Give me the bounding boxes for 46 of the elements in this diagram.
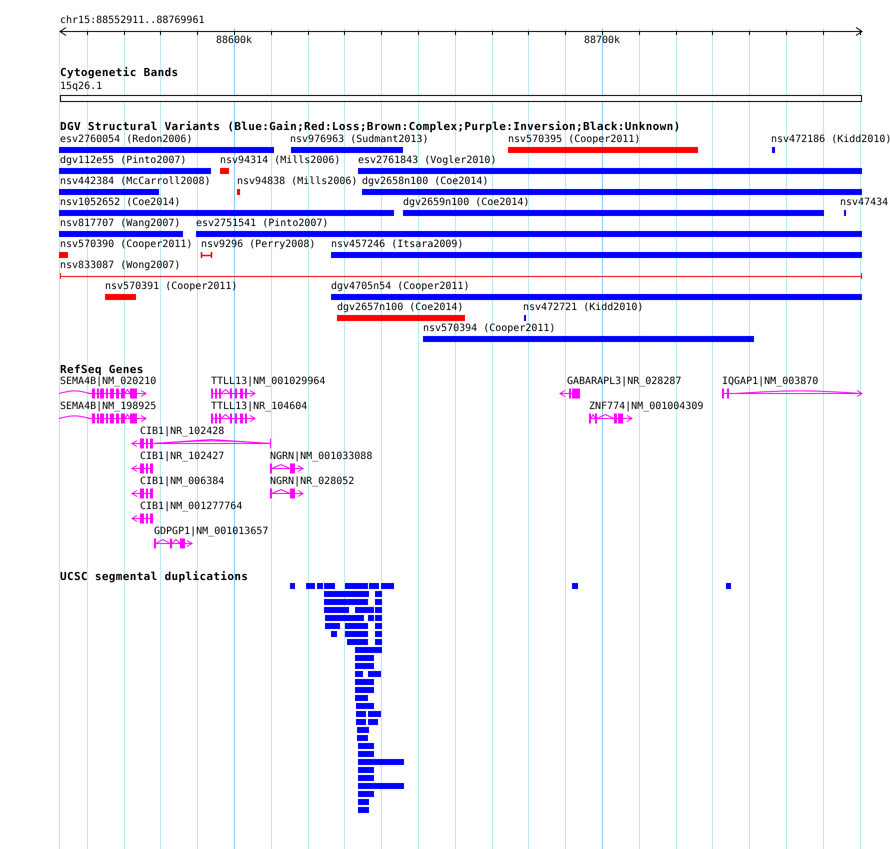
gene-label: CIB1|NR_102427 — [140, 451, 224, 463]
variant-label: nsv472721 (Kidd2010) — [523, 302, 644, 314]
variant-label: nsv570395 (Cooper2011) — [508, 134, 640, 146]
variant-label: nsv1052652 (Coe2014) — [60, 197, 180, 209]
gene-label: CIB1|NR_102428 — [140, 426, 224, 438]
gene-label: GABARAPL3|NR_028287 — [567, 376, 682, 388]
variant-label: nsv9296 (Perry2008) — [201, 239, 316, 251]
gene-label: GDPGP1|NM_001013657 — [154, 526, 268, 538]
gene-label: NGRN|NM_001033088 — [270, 451, 372, 463]
variant-label: esv2751541 (Pinto2007) — [196, 218, 328, 230]
variant-label: nsv47434 — [840, 197, 888, 209]
variant-label: dgv2658n100 (Coe2014) — [362, 176, 488, 188]
variant-label: nsv817707 (Wang2007) — [60, 218, 180, 230]
gene-label: SEMA4B|NM_198925 — [60, 401, 156, 413]
gene-label: IQGAP1|NM_003870 — [722, 376, 818, 388]
gene-label: SEMA4B|NM_020210 — [60, 376, 156, 388]
variant-label: dgv2659n100 (Coe2014) — [403, 197, 530, 209]
variant-label: nsv570394 (Cooper2011) — [423, 323, 556, 335]
track-title: Cytogenetic Bands — [60, 67, 179, 79]
variant-label: nsv94838 (Mills2006) — [237, 176, 358, 188]
variant-label: nsv94314 (Mills2006) — [220, 155, 340, 167]
gene-label: TTLL13|NR_104604 — [211, 401, 308, 413]
variant-label: dgv4705n54 (Cooper2011) — [331, 281, 470, 293]
variant-label: dgv112e55 (Pinto2007) — [60, 155, 186, 167]
track-title: DGV Structural Variants (Blue:Gain;Red:Loss;Brown:Complex;Purple:Inversion;Black:Unknown) — [60, 121, 681, 133]
gene-label: NGRN|NR_028052 — [270, 476, 354, 488]
axis-tick-label: 88700k — [584, 35, 620, 47]
variant-label: nsv442384 (McCarroll2008) — [60, 176, 211, 188]
variant-label: esv2761843 (Vogler2010) — [358, 155, 496, 167]
gene-label: CIB1|NM_006384 — [140, 476, 224, 488]
chromosome-position: chr15:88552911..88769961 — [60, 15, 204, 27]
variant-label: nsv570391 (Cooper2011) — [105, 281, 238, 293]
axis-tick-label: 88600k — [216, 35, 252, 47]
variant-label: nsv457246 (Itsara2009) — [331, 239, 464, 251]
variant-label: nsv472186 (Kidd2010) — [771, 134, 890, 146]
variant-label: dgv2657n100 (Coe2014) — [337, 302, 464, 314]
gene-label: CIB1|NM_001277764 — [140, 501, 242, 513]
gene-label: ZNF774|NM_001004309 — [589, 401, 704, 413]
variant-label: nsv833087 (Wong2007) — [60, 260, 180, 272]
variant-label: esv2760054 (Redon2006) — [60, 134, 192, 146]
track-title: UCSC segmental duplications — [60, 571, 248, 583]
gene-label: TTLL13|NM_001029964 — [211, 376, 326, 388]
band-label: 15q26.1 — [60, 81, 102, 93]
variant-label: nsv570390 (Cooper2011) — [60, 239, 192, 251]
track-title: RefSeq Genes — [60, 364, 144, 376]
variant-label: nsv976963 (Sudmant2013) — [290, 134, 428, 146]
